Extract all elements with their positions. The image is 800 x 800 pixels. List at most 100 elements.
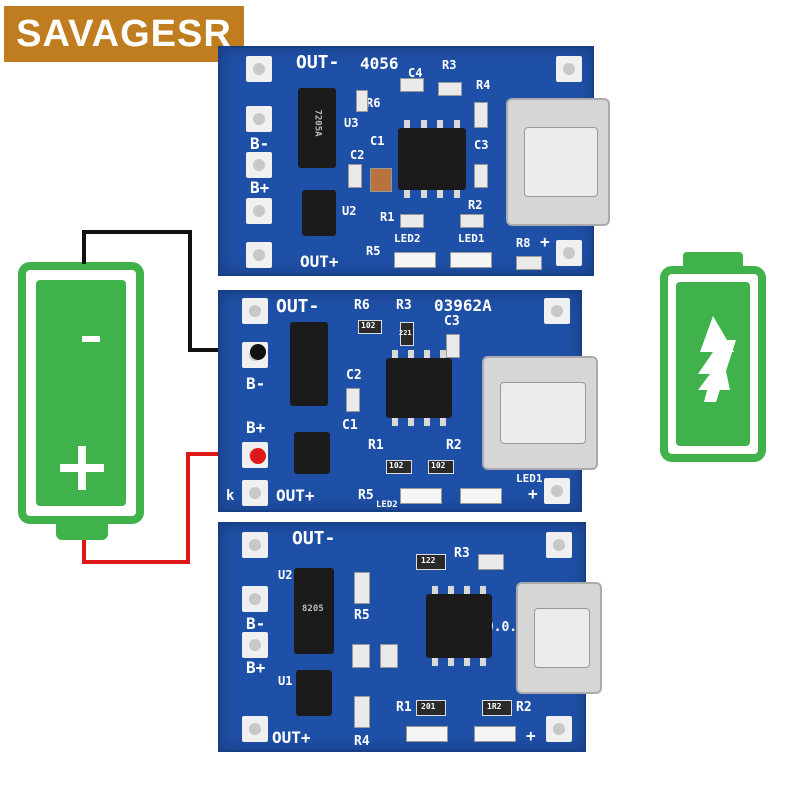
led-right (474, 726, 516, 742)
capacitor-c1 (370, 168, 392, 192)
pad-out-plus-right (556, 240, 582, 266)
resistor (400, 214, 424, 228)
label-model: 03962A (434, 296, 492, 315)
resistor-r4 (354, 696, 370, 728)
label-plus: + (526, 726, 536, 745)
label-r5: R5 (366, 244, 381, 258)
pad-right-top (544, 298, 570, 324)
label-c1: C1 (370, 134, 385, 148)
black-wire-vertical (82, 230, 86, 264)
label-r6: R6 (354, 298, 370, 313)
label-c2: C2 (350, 148, 365, 162)
label-led2: LED2 (376, 500, 398, 510)
red-wire-rise (186, 452, 190, 564)
label-r2: R2 (468, 198, 483, 212)
label-out-minus: OUT- (296, 52, 340, 73)
pad-out-plus (242, 716, 268, 742)
board-mini-usb: OUT- R6 R3 03962A C3 C2 C1 R1 R2 R5 LED1… (218, 290, 598, 512)
label-r1: R1 (396, 700, 412, 715)
resistor-221: 221 (399, 322, 414, 346)
label-u3: U3 (344, 116, 359, 130)
chip-main (426, 586, 492, 666)
pad-out-minus (242, 298, 268, 324)
charging-battery-terminal (683, 252, 743, 268)
label-out-plus: OUT+ (276, 486, 315, 505)
terminal-b-plus (250, 448, 266, 464)
led-1 (460, 488, 502, 504)
battery-fill (36, 280, 126, 506)
black-wire-drop (188, 230, 192, 352)
label-b-minus: B- (250, 134, 270, 153)
chip-u2 (302, 190, 336, 236)
resistor (400, 78, 424, 92)
resistor (438, 82, 462, 96)
label-r6: R6 (366, 96, 381, 110)
label-led2: LED2 (394, 232, 421, 245)
chip-main (398, 120, 466, 198)
resistor-102: 102 (358, 320, 382, 334)
label-u2: U2 (342, 204, 357, 218)
pad-bottom-left (246, 242, 272, 268)
pad-b-minus (246, 106, 272, 132)
resistor-1r2: 1R2 (482, 700, 512, 716)
pad-b-plus (242, 632, 268, 658)
pad-out-minus-right (556, 56, 582, 82)
led-2 (400, 488, 442, 504)
brand-logo: SAVAGESR (4, 6, 244, 62)
label-c2: C2 (346, 368, 362, 383)
label-u2: U2 (278, 568, 293, 582)
chip-u1 (296, 670, 332, 716)
resistor-201: 201 (416, 700, 446, 716)
label-r2: R2 (446, 438, 462, 453)
terminal-b-minus (250, 344, 266, 360)
label-r1: R1 (368, 438, 384, 453)
capacitor (474, 164, 488, 188)
label-out-plus: OUT+ (272, 728, 311, 747)
red-wire-vertical (82, 540, 86, 564)
battery-terminal (56, 520, 108, 540)
resistor-102b: 102 (386, 460, 412, 474)
chip-u2: 8205 (294, 568, 334, 654)
label-plus: + (528, 484, 538, 503)
resistor-r5 (354, 572, 370, 604)
capacitor (346, 388, 360, 412)
resistor (460, 214, 484, 228)
capacitor (348, 164, 362, 188)
label-c1: C1 (342, 418, 358, 433)
capacitor (380, 644, 398, 668)
mini-usb-port (482, 356, 598, 470)
label-led1: LED1 (458, 232, 485, 245)
pad-b-minus (242, 586, 268, 612)
label-c3: C3 (444, 314, 460, 329)
label-u1: U1 (278, 674, 293, 688)
label-r2: R2 (516, 700, 532, 715)
led-left (406, 726, 448, 742)
label-r1: R1 (380, 210, 395, 224)
board-micro-usb: OUT- U2 R5 R3 U1 R1 R2 R4 V0.0.5 B- B+ O… (218, 522, 602, 752)
resistor (356, 90, 368, 112)
label-r8: R8 (516, 236, 531, 250)
pad-right-bottom (544, 478, 570, 504)
pad-out-minus (242, 532, 268, 558)
label-b-plus: B+ (246, 658, 266, 677)
label-led1: LED1 (516, 472, 543, 485)
capacitor (352, 644, 370, 668)
label-b-plus: B+ (250, 178, 270, 197)
lightning-icon (698, 316, 736, 402)
resistor-102c: 102 (428, 460, 454, 474)
micro-usb-port (516, 582, 602, 694)
label-b-minus: B- (246, 374, 266, 393)
pad-out-minus (246, 56, 272, 82)
label-r5: R5 (358, 488, 374, 503)
pad-b-plus (246, 152, 272, 178)
board-type-c: OUT- 4056 C4 R3 R4 R6 U3 C2 C1 C3 U2 R1 … (218, 46, 610, 276)
label-b-plus: B+ (246, 418, 266, 437)
led-2 (394, 252, 436, 268)
label-out-plus: OUT+ (300, 252, 339, 271)
pad-right-bottom (546, 716, 572, 742)
pad-out-plus (246, 198, 272, 224)
label-plus: + (540, 232, 550, 251)
chip-u2 (294, 432, 330, 474)
led-1 (450, 252, 492, 268)
battery-charging-icon (660, 266, 766, 462)
